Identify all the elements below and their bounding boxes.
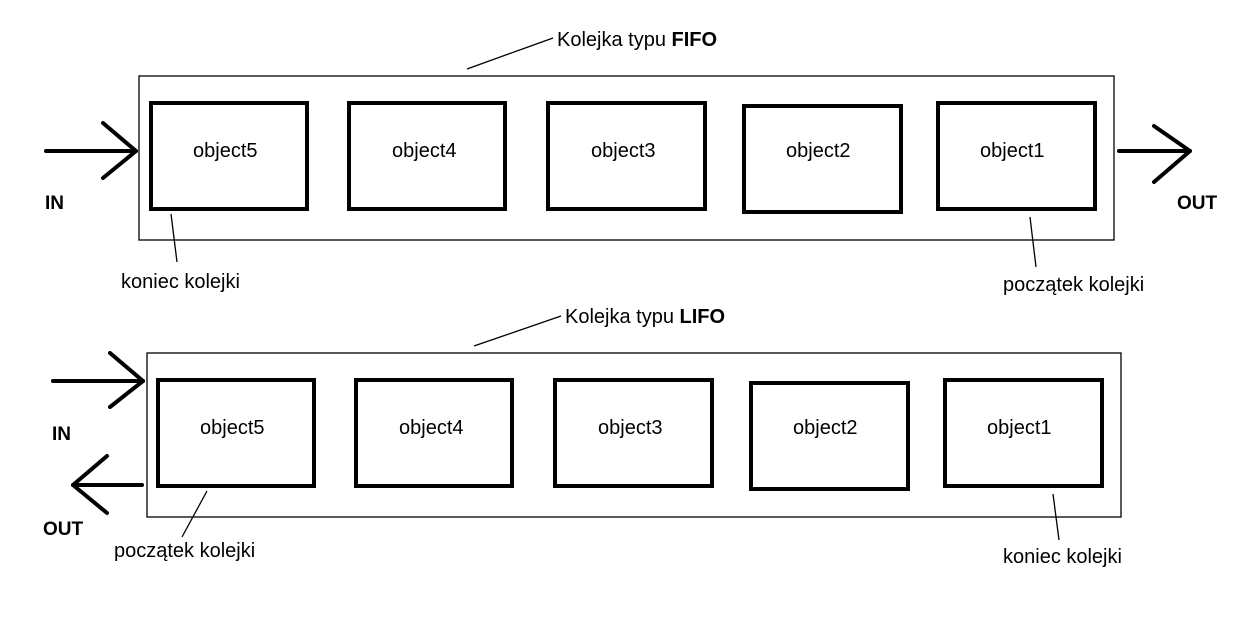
lifo-queue-container — [146, 352, 1122, 518]
lifo-in-label: IN — [52, 424, 71, 445]
lifo-object-box-2 — [749, 381, 910, 491]
lifo-object-box-4 — [354, 378, 514, 488]
fifo-object-5-label: object5 — [193, 140, 258, 162]
fifo-title-prefix: Kolejka typu — [557, 29, 672, 51]
fifo-left-note: koniec kolejki — [121, 271, 240, 293]
lifo-object-box-1 — [943, 378, 1104, 488]
fifo-object-1-label: object1 — [980, 140, 1045, 162]
fifo-object-box-1 — [936, 101, 1097, 211]
lifo-in-arrow-icon — [51, 351, 145, 409]
fifo-right-note: początek kolejki — [1003, 274, 1145, 296]
fifo-object-box-2 — [742, 104, 903, 214]
lifo-object-1-label: object1 — [987, 417, 1052, 439]
lifo-title: Kolejka typu LIFO — [565, 307, 725, 327]
fifo-object-box-3 — [546, 101, 707, 211]
fifo-object-4-label: object4 — [392, 140, 457, 162]
fifo-object-box-4 — [347, 101, 507, 211]
fifo-object-3-label: object3 — [591, 140, 656, 162]
lifo-object-5-label: object5 — [200, 417, 265, 439]
lifo-left-note-leader — [181, 490, 208, 538]
lifo-object-3-label: object3 — [598, 417, 663, 439]
fifo-in-label: IN — [45, 193, 64, 214]
lifo-right-note: koniec kolejki — [1003, 546, 1122, 568]
lifo-object-box-5 — [156, 378, 316, 488]
fifo-title-leader — [466, 37, 554, 70]
fifo-right-note-leader — [1029, 216, 1037, 268]
lifo-title-prefix: Kolejka typu — [565, 306, 680, 328]
fifo-object-2-label: object2 — [786, 140, 851, 162]
lifo-out-arrow-icon — [71, 454, 144, 515]
fifo-title-type: FIFO — [671, 29, 718, 51]
fifo-left-note-leader — [170, 213, 178, 263]
fifo-out-label: OUT — [1177, 193, 1218, 214]
lifo-title-type: LIFO — [679, 306, 726, 328]
fifo-in-arrow-icon — [44, 121, 138, 180]
lifo-right-note-leader — [1052, 493, 1060, 541]
lifo-left-note: początek kolejki — [114, 540, 256, 562]
lifo-object-4-label: object4 — [399, 417, 464, 439]
fifo-queue-container — [138, 75, 1115, 241]
fifo-out-arrow-icon — [1117, 124, 1192, 184]
fifo-object-box-5 — [149, 101, 309, 211]
lifo-object-2-label: object2 — [793, 417, 858, 439]
lifo-object-box-3 — [553, 378, 714, 488]
lifo-out-label: OUT — [43, 519, 84, 540]
fifo-title: Kolejka typu FIFO — [557, 30, 717, 50]
lifo-title-leader — [473, 315, 562, 347]
